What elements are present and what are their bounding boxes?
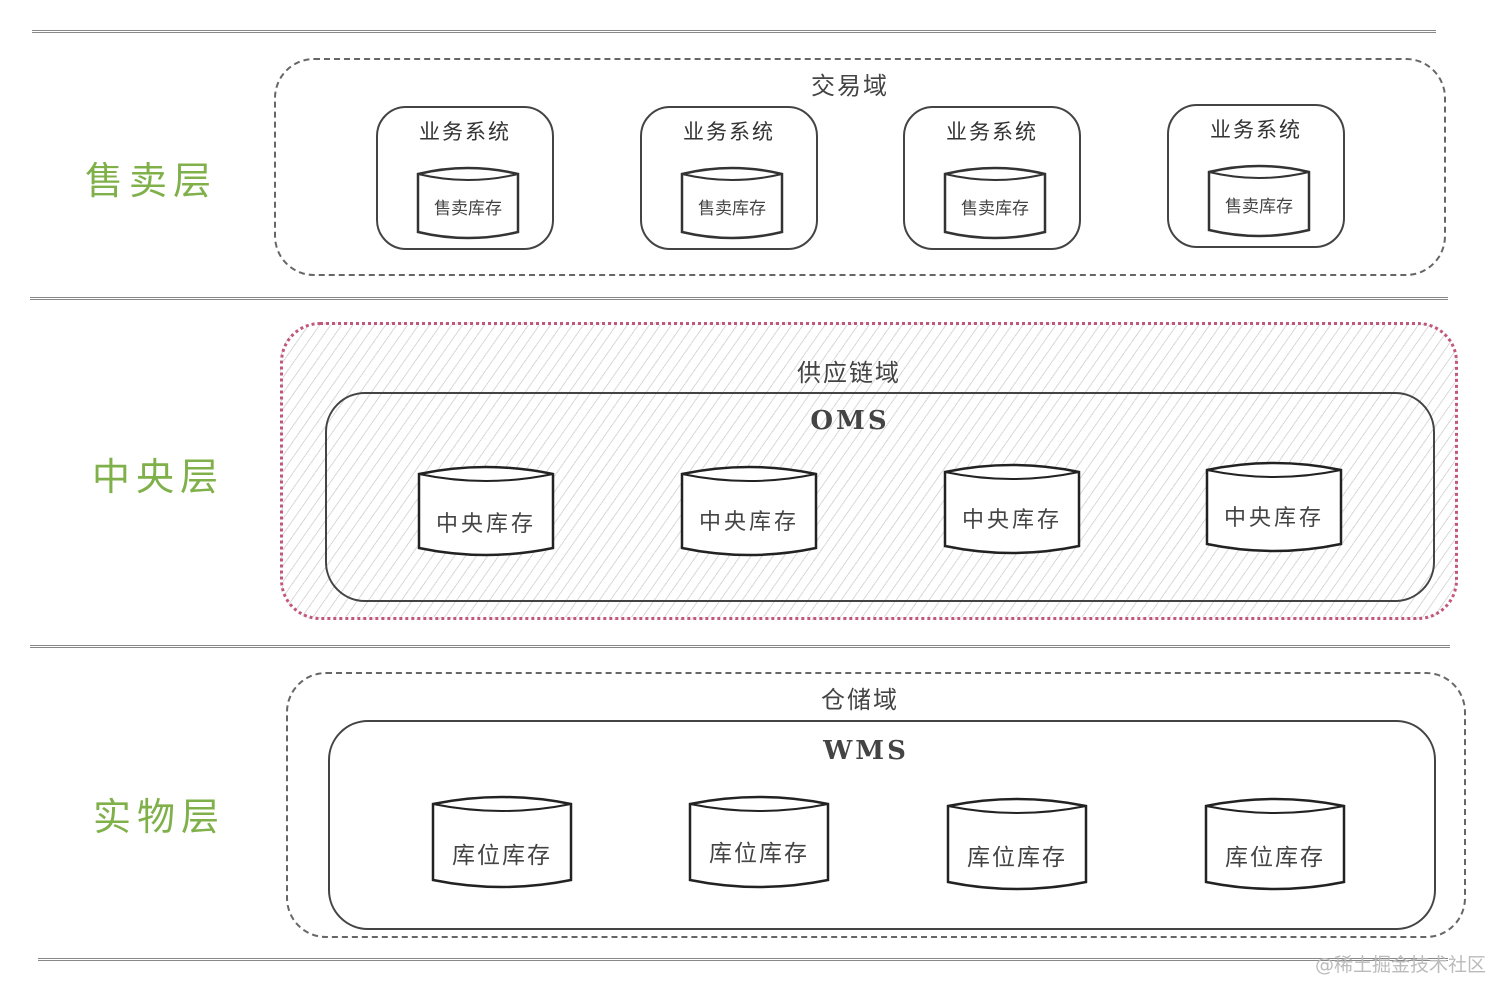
layer-label-sales: 售卖层 <box>85 159 218 203</box>
database-cylinder-icon <box>1205 461 1343 553</box>
watermark: @稀土掘金技术社区 <box>1314 954 1486 976</box>
location-inventory-label: 库位库存 <box>709 841 809 867</box>
oms-system: OMS <box>325 392 1435 602</box>
central-inventory-label: 中央库存 <box>698 510 799 535</box>
database-cylinder-icon <box>688 795 830 889</box>
sales-inventory-label: 售卖库存 <box>961 199 1029 219</box>
business-system: 业务系统 售卖库存 <box>376 106 554 250</box>
layer-label-physical: 实物层 <box>93 795 226 839</box>
database-cylinder-icon <box>431 795 573 889</box>
database-cylinder-icon <box>943 166 1047 240</box>
warehouse-domain-title: 仓储域 <box>821 686 899 714</box>
sales-inventory-label: 售卖库存 <box>698 199 766 219</box>
location-inventory-label: 库位库存 <box>1225 845 1325 871</box>
location-inventory-label: 库位库存 <box>452 843 552 869</box>
sales-inventory-db: 售卖库存 <box>943 164 1047 240</box>
business-system: 业务系统 售卖库存 <box>640 106 818 250</box>
database-cylinder-icon <box>417 465 555 557</box>
layer-label-central: 中央层 <box>92 455 225 499</box>
warehouse-domain: 仓储域 <box>286 672 1466 938</box>
sales-inventory-label: 售卖库存 <box>434 199 502 219</box>
sales-inventory-db: 售卖库存 <box>1207 162 1311 238</box>
separator-1 <box>30 297 1448 300</box>
business-system: 业务系统 售卖库存 <box>1167 104 1345 248</box>
database-cylinder-icon <box>680 166 784 240</box>
central-inventory-db: 中央库存 <box>1205 458 1343 556</box>
separator-2 <box>30 645 1450 648</box>
database-cylinder-icon <box>946 797 1088 891</box>
database-cylinder-icon <box>416 166 520 240</box>
business-system-title: 业务系统 <box>419 120 511 144</box>
sales-inventory-db: 售卖库存 <box>416 164 520 240</box>
central-inventory-db: 中央库存 <box>943 460 1081 558</box>
sales-inventory-label: 售卖库存 <box>1225 197 1293 217</box>
trade-domain-title: 交易域 <box>811 72 889 100</box>
central-inventory-label: 中央库存 <box>961 508 1062 533</box>
database-cylinder-icon <box>943 463 1081 555</box>
location-inventory-db: 库位库存 <box>946 794 1088 894</box>
sales-inventory-db: 售卖库存 <box>680 164 784 240</box>
supply-chain-domain-title: 供应链域 <box>797 359 901 387</box>
business-system-title: 业务系统 <box>946 120 1038 144</box>
location-inventory-label: 库位库存 <box>967 845 1067 871</box>
business-system: 业务系统 售卖库存 <box>903 106 1081 250</box>
trade-domain: 交易域 <box>274 58 1446 276</box>
location-inventory-db: 库位库存 <box>431 792 573 892</box>
central-inventory-db: 中央库存 <box>417 462 555 560</box>
database-cylinder-icon <box>1207 164 1311 238</box>
location-inventory-db: 库位库存 <box>688 792 830 892</box>
business-system-title: 业务系统 <box>683 120 775 144</box>
business-system-title: 业务系统 <box>1210 118 1302 142</box>
central-inventory-label: 中央库存 <box>435 512 536 537</box>
central-inventory-db: 中央库存 <box>680 462 818 560</box>
wms-system-title: WMS <box>823 736 909 766</box>
location-inventory-db: 库位库存 <box>1204 794 1346 894</box>
database-cylinder-icon <box>680 465 818 557</box>
separator-top <box>32 30 1436 33</box>
separator-bottom <box>38 958 1448 961</box>
central-inventory-label: 中央库存 <box>1223 506 1324 531</box>
database-cylinder-icon <box>1204 797 1346 891</box>
oms-system-title: OMS <box>810 406 890 436</box>
